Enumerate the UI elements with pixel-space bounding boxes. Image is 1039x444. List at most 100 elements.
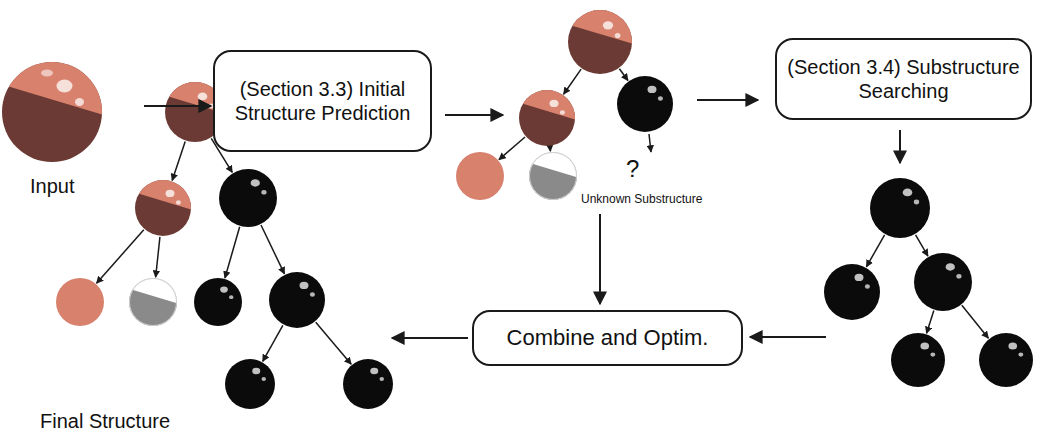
sphere-highlight [166,190,175,197]
sphere-body [269,272,325,328]
sphere-body [529,152,577,200]
sphere-highlight [300,282,309,289]
flow-arrow [144,105,211,107]
sphere-dark [194,278,242,326]
structure-sphere [568,10,632,74]
structure-sphere [135,180,191,236]
sphere-body [219,169,277,227]
sphere-light [135,180,191,209]
tree-link [962,305,989,338]
sphere-body [891,333,945,387]
sphere-highlight [251,179,260,187]
structure-sphere [225,359,275,409]
structure-sphere [219,169,277,227]
sphere-dark [870,178,930,238]
process-box: (Section 3.4) Substructure Searching [775,38,1032,120]
sphere-dark [129,278,177,326]
tree-link [564,69,582,94]
sphere-body [519,90,575,146]
final-structure: Final Structure [30,75,390,440]
sphere-light [2,62,102,115]
sphere-dark [269,272,325,328]
sphere-body [343,359,393,409]
box-text: (Section 3.3) Initial Structure Predicti… [225,77,420,125]
structure-sphere [870,178,930,238]
caption-label: Input [30,175,74,198]
sphere-highlight [914,200,919,205]
sphere-dark [568,10,632,74]
sphere-body [225,359,275,409]
tree-link [263,325,283,361]
sphere-highlight [261,190,266,195]
structure-sphere [519,90,575,146]
sphere-dark [529,152,577,200]
sphere-highlight [310,292,315,296]
sphere-body [568,10,632,74]
sphere-highlight [946,263,955,271]
sphere-dark [225,359,275,409]
sphere-highlight [198,93,208,101]
sphere-rim [130,279,177,326]
tree-link [927,311,934,334]
structure-sphere [891,333,945,387]
sphere-body [456,152,504,200]
sphere-body [979,333,1033,387]
tree-link [156,237,160,277]
sphere-highlight [252,368,260,375]
sphere-highlight [176,200,181,204]
sphere-highlight [560,110,565,114]
flow-arrow [445,114,503,116]
sphere-highlight [903,189,913,197]
process-box: (Section 3.3) Initial Structure Predicti… [213,50,432,152]
tree-link [225,227,240,278]
sphere-light [519,90,575,119]
flow-arrow [750,336,826,338]
tree-link [97,230,144,284]
tree-link [619,69,628,81]
sphere-highlight [229,295,233,299]
sphere-highlight [1018,352,1023,356]
sphere-body [2,62,102,162]
sphere-rim [530,153,577,200]
structure-sphere [2,62,102,162]
sphere-highlight [550,100,559,107]
sphere-highlight [855,274,864,281]
sphere-dark [135,180,191,236]
flow-arrow [899,130,901,163]
sphere-highlight [956,274,961,279]
sphere-highlight [615,33,621,38]
sphere-highlight [920,342,929,349]
sphere-dark [891,333,945,387]
tree-link [649,134,651,152]
tree-link [866,235,884,267]
sphere-highlight [220,286,228,292]
sphere-highlight [262,377,267,381]
sphere-dark [914,253,972,311]
sphere-highlight [41,70,53,77]
structure-sphere [456,152,504,200]
structure-sphere [617,76,673,132]
input-sphere: Input [0,60,140,202]
sphere-light [568,10,632,44]
sphere-body [824,264,880,320]
tree-link [549,147,551,151]
sphere-highlight [75,98,84,106]
sphere-body [194,278,242,326]
box-text: (Section 3.4) Substructure Searching [787,55,1020,103]
tree-link [316,322,351,364]
note-label: Unknown Substructure [581,192,702,206]
sphere-dark [343,359,393,409]
flow-arrow [445,100,900,337]
flow-arrow [697,99,758,101]
structure-sphere [194,278,242,326]
sphere-highlight [865,284,870,288]
sphere-body [617,76,673,132]
sphere-dark [56,278,104,326]
structure-sphere [824,264,880,320]
sphere-highlight [930,352,935,356]
tree-link [916,235,928,256]
sphere-dark [617,76,673,132]
structure-sphere [129,278,177,326]
sphere-dark [456,152,504,200]
tree-link [172,141,185,180]
